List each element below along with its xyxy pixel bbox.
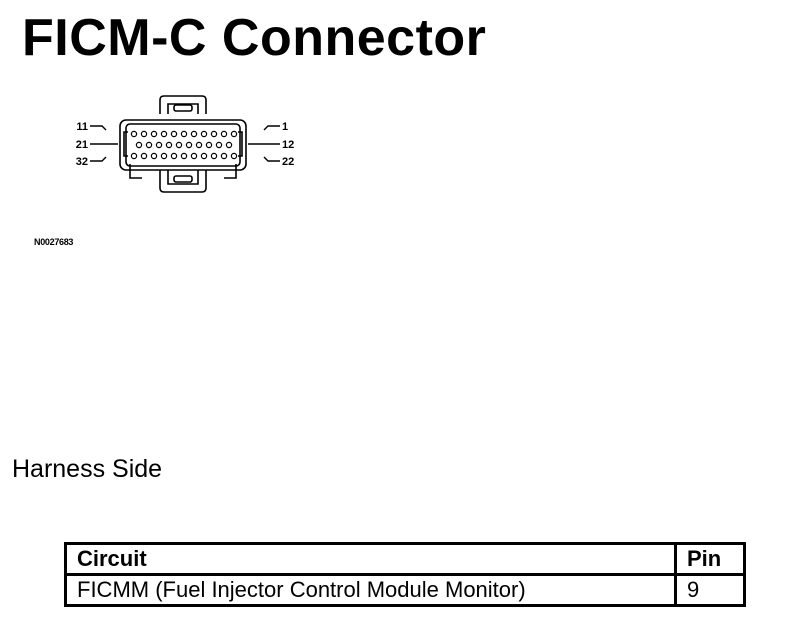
pin-cavity	[160, 152, 168, 160]
pin-cavity	[205, 141, 213, 149]
pin-cavity	[210, 130, 218, 138]
pin-cavity	[170, 130, 178, 138]
pin-cavity	[150, 130, 158, 138]
pin-cavity	[215, 141, 223, 149]
pin-cavity	[225, 141, 233, 149]
pin-cavity	[190, 130, 198, 138]
pin-cavity	[210, 152, 218, 160]
pin-label-12: 12	[282, 139, 294, 151]
table-row: FICMM (Fuel Injector Control Module Moni…	[64, 573, 746, 607]
pin-cavity	[220, 130, 228, 138]
pin-label-11: 11	[76, 121, 88, 133]
side-label: Harness Side	[12, 455, 163, 483]
pin-cavity	[175, 141, 183, 149]
figure-id: N0027683	[34, 237, 74, 247]
cell-circuit: FICMM (Fuel Injector Control Module Moni…	[64, 573, 677, 607]
pin-cavity	[140, 152, 148, 160]
pin-cavity	[165, 141, 173, 149]
pin-cavity	[195, 141, 203, 149]
pin-cavity	[150, 152, 158, 160]
pin-cavity	[230, 130, 238, 138]
pin-cavity	[185, 141, 193, 149]
cell-pin: 9	[674, 573, 746, 607]
pin-cavity	[140, 130, 148, 138]
page-title: FICM-C Connector	[22, 9, 487, 67]
pin-label-21: 21	[76, 139, 88, 151]
table-header-row: Circuit Pin	[64, 542, 746, 576]
pin-label-32: 32	[76, 156, 88, 168]
pin-cavity	[220, 152, 228, 160]
pin-cavity	[130, 130, 138, 138]
pin-cavity	[180, 152, 188, 160]
pin-cavity	[130, 152, 138, 160]
pin-cavity	[190, 152, 198, 160]
pin-label-22: 22	[282, 156, 294, 168]
pin-label-1: 1	[282, 121, 288, 133]
header-pin: Pin	[674, 542, 746, 576]
pin-cavity	[180, 130, 188, 138]
pin-cavity	[145, 141, 153, 149]
pin-cavity	[170, 152, 178, 160]
pin-cavity	[160, 130, 168, 138]
header-circuit: Circuit	[64, 542, 677, 576]
connector-diagram: 11 21 32 1 12 22	[76, 95, 294, 193]
pin-cavity	[230, 152, 238, 160]
pin-cavity	[155, 141, 163, 149]
circuit-table: Circuit Pin FICMM (Fuel Injector Control…	[64, 542, 746, 607]
pin-cavity	[200, 130, 208, 138]
pin-cavity	[135, 141, 143, 149]
pin-cavity	[200, 152, 208, 160]
